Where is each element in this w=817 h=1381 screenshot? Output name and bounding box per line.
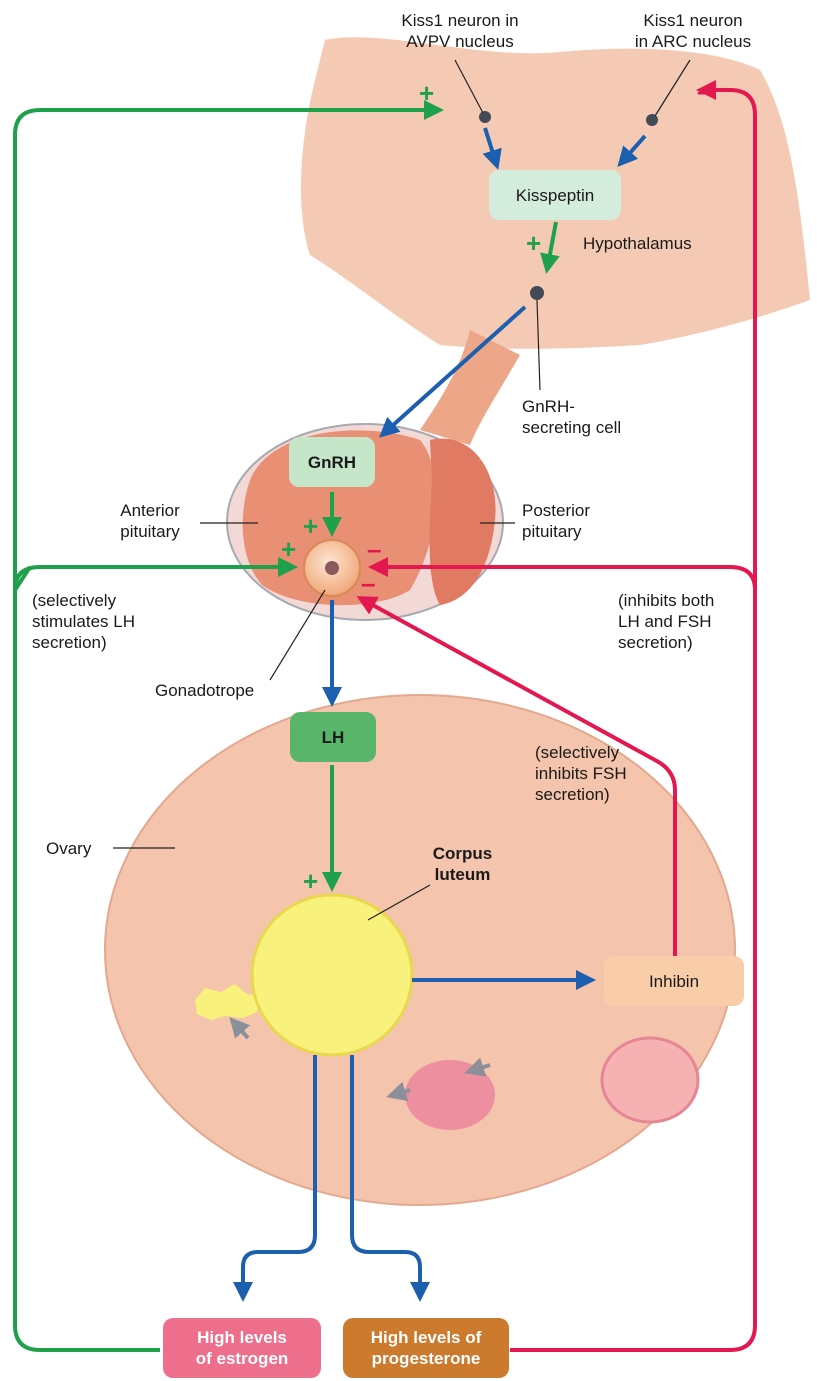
label-gnrh-secreting-cell: GnRH- secreting cell <box>522 396 621 438</box>
minus-sign-gonadotrope-inhibin: – <box>361 570 375 596</box>
corpus-luteum-body <box>252 895 412 1055</box>
label-anterior-pituitary: Anterior pituitary <box>100 500 200 542</box>
gnrh-box: GnRH <box>289 437 375 487</box>
label-selectively-inhibits: (selectively inhibits FSH secretion) <box>535 742 627 805</box>
inhibin-box: Inhibin <box>604 956 744 1006</box>
label-hypothalamus: Hypothalamus <box>583 233 692 254</box>
estrogen-box: High levels of estrogen <box>163 1318 321 1378</box>
minus-sign-gonadotrope-progesterone: – <box>367 536 381 562</box>
kisspeptin-box: Kisspeptin <box>489 170 621 220</box>
label-kiss1-avpv: Kiss1 neuron in AVPV nucleus <box>380 10 540 52</box>
plus-sign-avpv: + <box>419 80 434 106</box>
gonadotrope-nucleus <box>325 561 339 575</box>
posterior-pituitary-lobe <box>430 438 496 605</box>
label-selectively-stimulates: (selectively stimulates LH secretion) <box>32 590 135 653</box>
progesterone-box: High levels of progesterone <box>343 1318 509 1378</box>
follicle-developing <box>405 1060 495 1130</box>
plus-sign-gonadotrope-gnrh: + <box>303 513 318 539</box>
plus-sign-corpus-luteum: + <box>303 868 318 894</box>
ovary-tissue <box>105 695 735 1205</box>
kiss1-arc-soma <box>646 114 658 126</box>
kiss1-avpv-soma <box>479 111 491 123</box>
lh-box: LH <box>290 712 376 762</box>
gnrh-cell-soma <box>530 286 544 300</box>
label-gonadotrope: Gonadotrope <box>155 680 254 701</box>
label-kiss1-arc: Kiss1 neuron in ARC nucleus <box>608 10 778 52</box>
label-ovary: Ovary <box>46 838 91 859</box>
label-posterior-pituitary: Posterior pituitary <box>522 500 590 542</box>
plus-sign-gnrh-cell: + <box>526 230 541 256</box>
minus-sign-arc: – <box>697 78 711 104</box>
follicle-mature <box>602 1038 698 1122</box>
label-inhibits-both: (inhibits both LH and FSH secretion) <box>618 590 714 653</box>
plus-sign-gonadotrope-estrogen: + <box>281 536 296 562</box>
label-corpus-luteum: Corpus luteum <box>420 843 505 885</box>
